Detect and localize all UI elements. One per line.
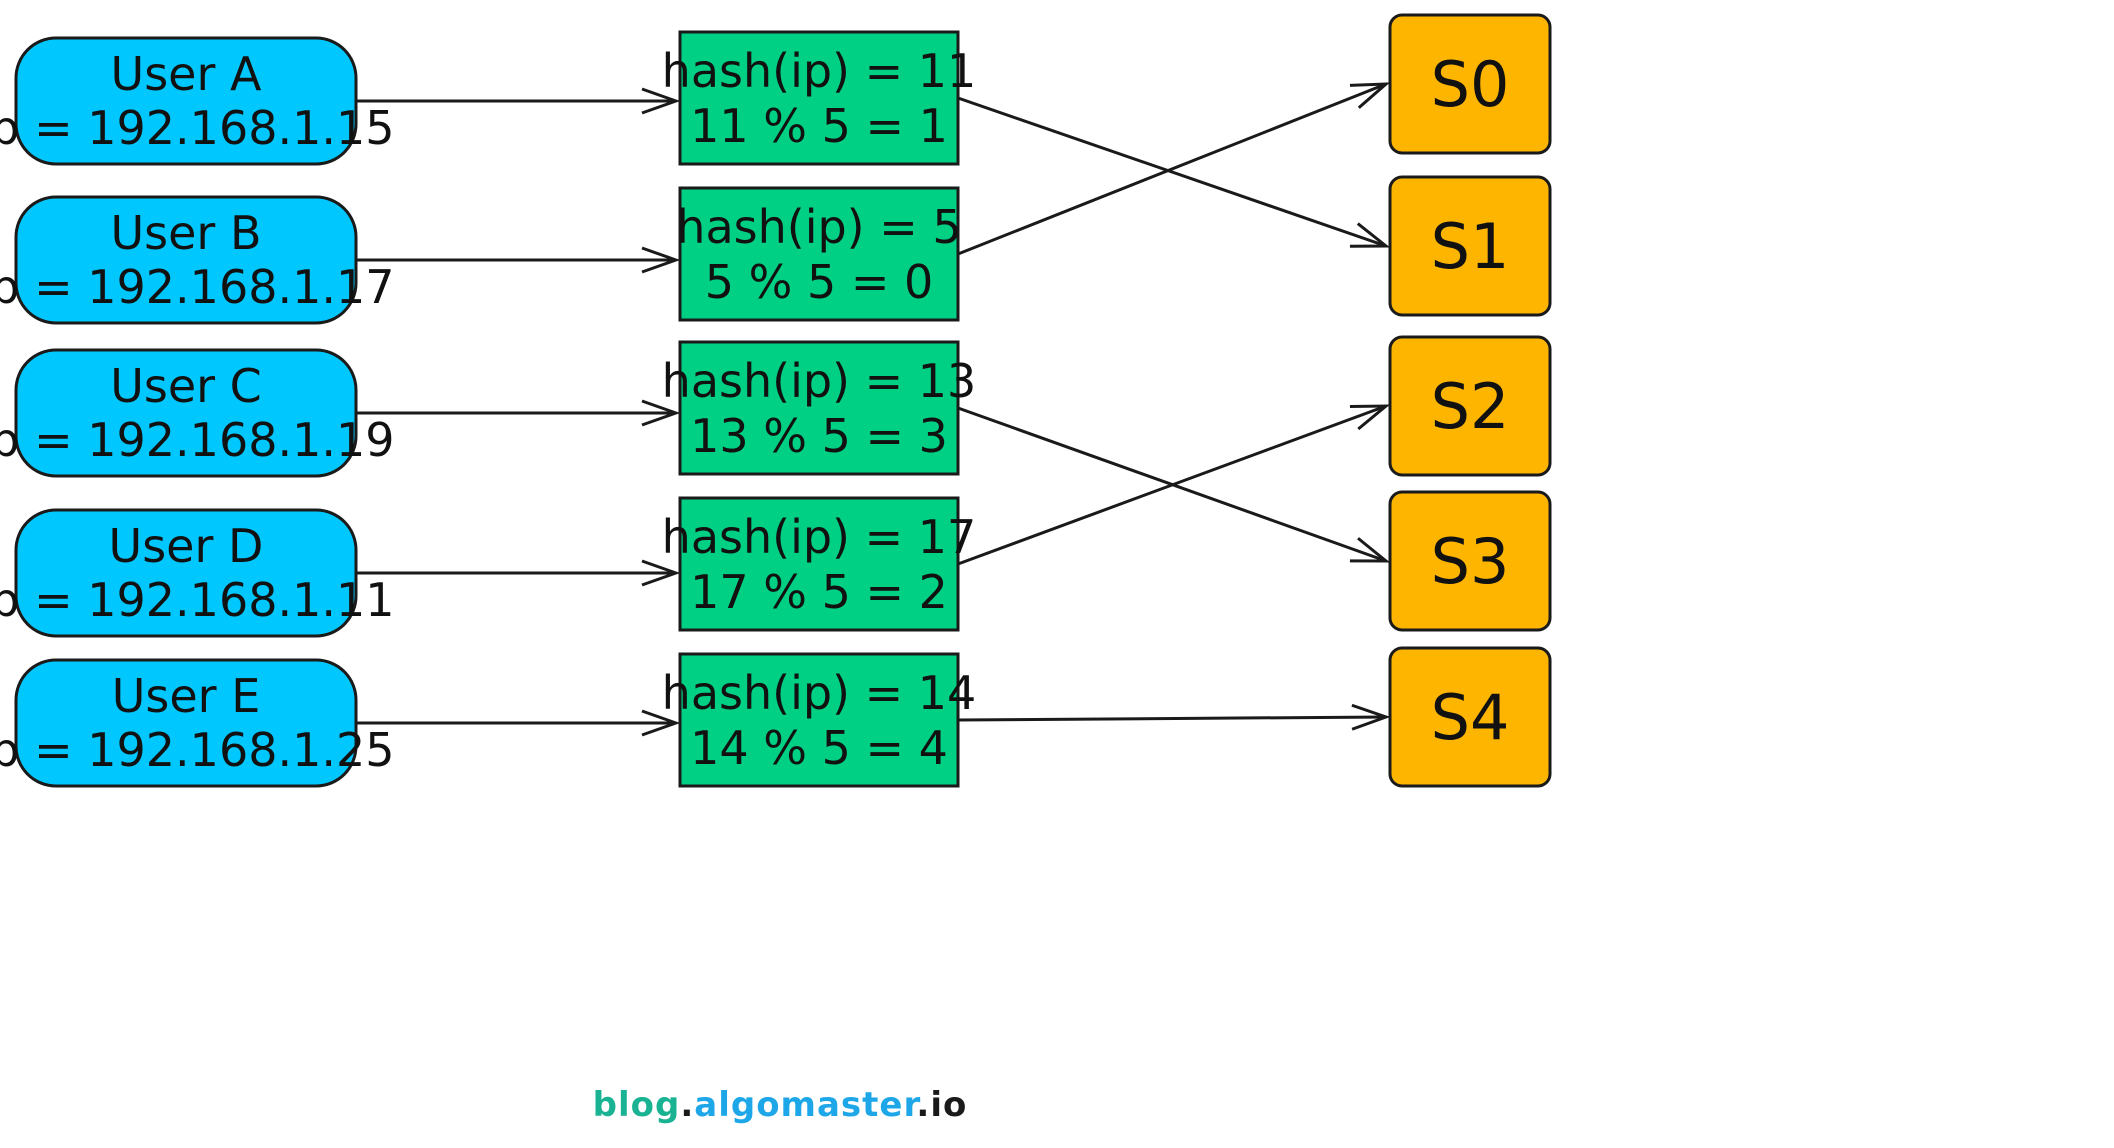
server-node-box (1388, 175, 1552, 317)
server-node: S3 (1388, 490, 1552, 632)
server-node: S1 (1388, 175, 1552, 317)
server-label: S0 (1431, 48, 1510, 121)
server-label: S2 (1431, 370, 1510, 443)
hash-node-box (678, 30, 960, 166)
user-ip: ip = 192.168.1.19 (0, 413, 395, 467)
edges-layer (356, 84, 1386, 723)
hash-node-box (678, 496, 960, 632)
user-ip: ip = 192.168.1.17 (0, 260, 395, 314)
hash-modulo: 5 % 5 = 0 (705, 255, 934, 309)
hash-value: hash(ip) = 11 (662, 44, 977, 98)
footer-dot-1: . (680, 1085, 695, 1125)
user-node: User Cip = 192.168.1.19 (0, 348, 395, 478)
user-node: User Bip = 192.168.1.17 (0, 195, 395, 325)
server-node-box (1388, 490, 1552, 632)
footer-blog: blog (592, 1085, 681, 1125)
hash-value: hash(ip) = 17 (662, 510, 977, 564)
user-name: User A (111, 47, 262, 101)
user-node-box (14, 508, 358, 638)
hash-node-box (678, 652, 960, 788)
user-name: User D (109, 519, 264, 573)
user-node: User Aip = 192.168.1.15 (0, 36, 395, 166)
server-node: S0 (1388, 13, 1552, 155)
hash-node: hash(ip) = 55 % 5 = 0 (676, 186, 962, 322)
hash-modulo: 13 % 5 = 3 (690, 409, 948, 463)
footer-watermark: blog.algomaster.io (0, 1085, 1560, 1125)
user-node: User Eip = 192.168.1.25 (0, 658, 395, 788)
user-node: User Dip = 192.168.1.11 (0, 508, 395, 638)
hash-value: hash(ip) = 5 (676, 200, 961, 254)
footer-algomaster: algomaster (694, 1085, 917, 1125)
user-node-box (14, 36, 358, 166)
user-node-box (14, 195, 358, 325)
server-label: S3 (1431, 525, 1510, 598)
hash-value: hash(ip) = 13 (662, 354, 977, 408)
user-node-box (14, 348, 358, 478)
user-ip: ip = 192.168.1.11 (0, 573, 395, 627)
hash-to-server-arrow (957, 96, 1386, 246)
server-node: S4 (1388, 646, 1552, 788)
hash-to-server-arrow (957, 406, 1386, 566)
hash-to-server-arrow (957, 84, 1386, 256)
server-label: S1 (1431, 210, 1510, 283)
user-name: User C (110, 359, 262, 413)
server-node-box (1388, 13, 1552, 155)
hash-to-server-arrow (957, 717, 1386, 720)
hash-modulo: 17 % 5 = 2 (690, 565, 948, 619)
footer-io: .io (916, 1085, 968, 1125)
server-node: S2 (1388, 335, 1552, 477)
user-ip: ip = 192.168.1.25 (0, 723, 395, 777)
server-label: S4 (1431, 681, 1510, 754)
hash-node-box (678, 340, 960, 476)
user-ip: ip = 192.168.1.15 (0, 101, 395, 155)
hash-value: hash(ip) = 14 (662, 666, 977, 720)
hash-node-box (678, 186, 960, 322)
user-name: User B (110, 206, 261, 260)
user-name: User E (112, 669, 261, 723)
user-node-box (14, 658, 358, 788)
hash-modulo: 11 % 5 = 1 (690, 99, 948, 153)
hash-modulo: 14 % 5 = 4 (690, 721, 948, 775)
server-node-box (1388, 646, 1552, 788)
server-node-box (1388, 335, 1552, 477)
